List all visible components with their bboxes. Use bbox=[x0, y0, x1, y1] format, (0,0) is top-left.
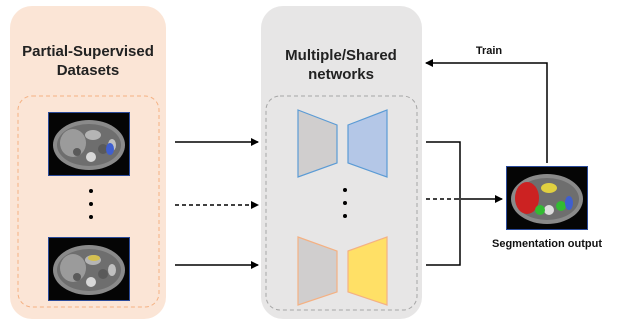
arrow-network-bottom-to-output bbox=[426, 200, 461, 266]
ct-scan-image-bottom bbox=[47, 236, 131, 302]
datasets-dashed-box bbox=[17, 95, 160, 308]
datasets-title-line1: Partial-Supervised bbox=[22, 43, 154, 60]
vertical-ellipsis-left bbox=[89, 189, 93, 219]
decoder-trapezoid-bottom bbox=[347, 236, 388, 306]
segmentation-output-label: Segmentation output bbox=[492, 238, 602, 250]
encoder-trapezoid-bottom bbox=[297, 236, 338, 306]
train-feedback-arrow bbox=[425, 59, 548, 163]
arrow-network-top-to-output bbox=[426, 141, 461, 198]
segmentation-output-image bbox=[506, 166, 588, 230]
vertical-ellipsis-middle bbox=[343, 188, 347, 218]
train-label: Train bbox=[476, 45, 503, 57]
datasets-title-line2: Datasets bbox=[57, 62, 120, 79]
networks-dashed-box bbox=[265, 95, 418, 311]
ct-scan-image-top bbox=[47, 111, 131, 177]
networks-title-line1: Multiple/Shared bbox=[285, 47, 397, 64]
decoder-trapezoid-top bbox=[347, 109, 388, 178]
encoder-trapezoid-top bbox=[297, 109, 338, 178]
networks-title-line2: networks bbox=[308, 66, 374, 83]
